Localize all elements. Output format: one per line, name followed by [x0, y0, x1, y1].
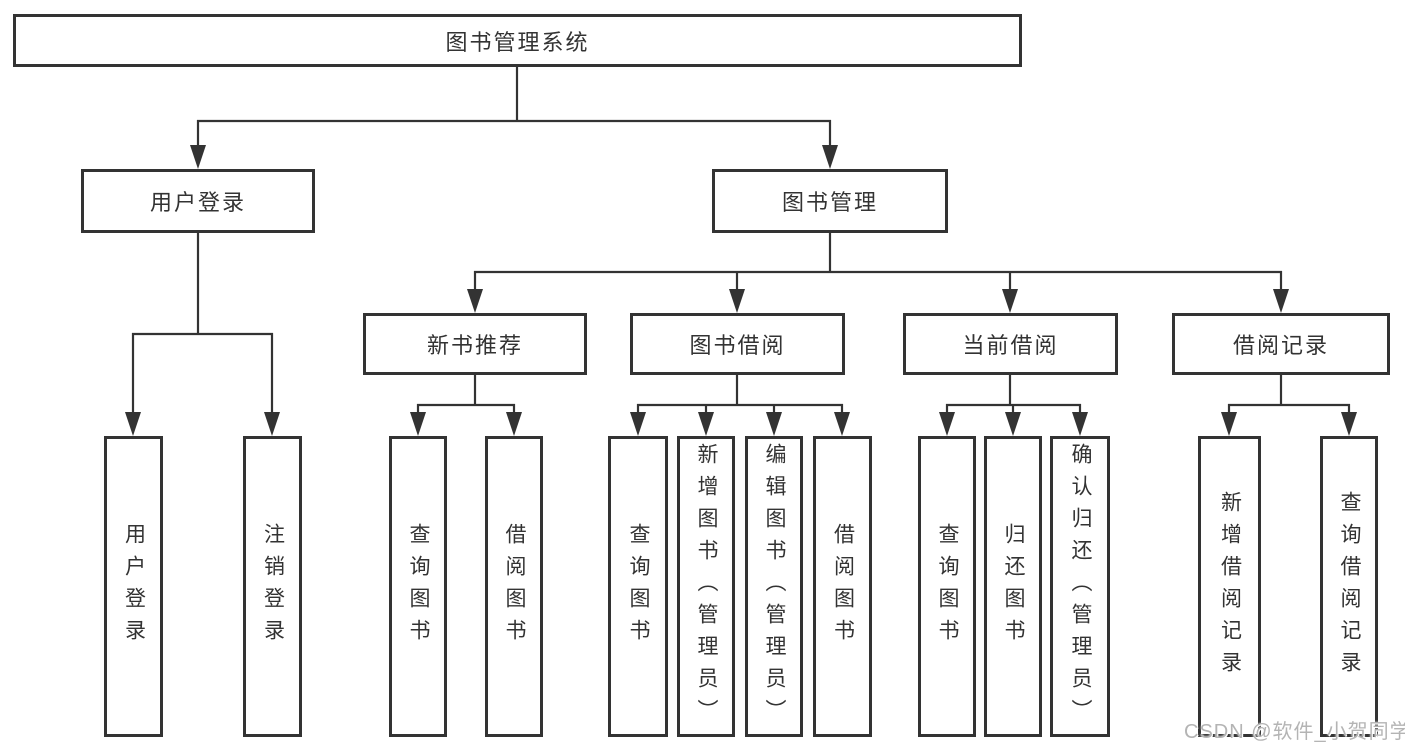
- arrowhead: [729, 289, 745, 313]
- leaf-cb-query-books-label: 查询图书: [936, 522, 959, 651]
- connector-borrow-records-to-leaves: [1221, 375, 1357, 436]
- leaf-cb-return-books: 归还图书: [984, 436, 1042, 737]
- leaf-cb-confirm-return-admin-label: 确认归还（管理员）: [1069, 442, 1092, 731]
- arrowhead: [1002, 289, 1018, 313]
- leaf-bb-add-books-admin: 新增图书（管理员）: [677, 436, 735, 737]
- leaf-bb-edit-books-admin-label: 编辑图书（管理员）: [763, 442, 786, 731]
- arrowhead: [1072, 412, 1088, 436]
- leaf-br-add-record-label: 新增借阅记录: [1218, 490, 1242, 683]
- connector-user-login-to-leaves: [125, 233, 280, 436]
- arrowhead: [939, 412, 955, 436]
- node-borrow-records-label: 借阅记录: [1232, 333, 1329, 358]
- node-user-login-label: 用户登录: [149, 190, 246, 215]
- connector-current-borrow-to-leaves: [939, 375, 1088, 436]
- leaf-user-login-label: 用户登录: [122, 522, 146, 651]
- arrowhead: [264, 412, 280, 436]
- node-book-management-label: 图书管理: [781, 190, 878, 215]
- leaf-bb-query-books: 查询图书: [608, 436, 668, 737]
- node-user-login: 用户登录: [81, 169, 315, 233]
- leaf-nb-borrow-books-label: 借阅图书: [503, 522, 526, 651]
- connector-root-to-level2: [190, 67, 838, 169]
- node-system-root-label: 图书管理系统: [445, 29, 590, 55]
- leaf-nb-borrow-books: 借阅图书: [485, 436, 543, 737]
- csdn-watermark: CSDN @软件_小贺同学: [1184, 721, 1405, 743]
- arrowhead: [822, 145, 838, 169]
- arrowhead: [125, 412, 141, 436]
- leaf-br-query-record-label: 查询借阅记录: [1338, 490, 1361, 683]
- leaf-bb-borrow-books: 借阅图书: [813, 436, 872, 737]
- arrowhead: [1341, 412, 1357, 436]
- node-current-borrowing-label: 当前借阅: [962, 333, 1059, 358]
- node-current-borrowing: 当前借阅: [903, 313, 1118, 375]
- node-new-book-recommend-label: 新书推荐: [426, 333, 523, 358]
- node-system-root: 图书管理系统: [13, 14, 1022, 67]
- leaf-cb-confirm-return-admin: 确认归还（管理员）: [1050, 436, 1110, 737]
- arrowhead: [698, 412, 714, 436]
- arrowhead: [630, 412, 646, 436]
- node-book-borrowing: 图书借阅: [630, 313, 845, 375]
- arrowhead: [410, 412, 426, 436]
- leaf-bb-add-books-admin-label: 新增图书（管理员）: [695, 442, 718, 731]
- leaf-bb-edit-books-admin: 编辑图书（管理员）: [745, 436, 803, 737]
- connector-book-borrow-to-leaves: [630, 375, 850, 436]
- leaf-nb-query-books: 查询图书: [389, 436, 447, 737]
- arrowhead: [766, 412, 782, 436]
- arrowhead: [506, 412, 522, 436]
- leaf-nb-query-books-label: 查询图书: [407, 522, 430, 651]
- arrowhead: [1221, 412, 1237, 436]
- arrowhead: [1273, 289, 1289, 313]
- arrowhead: [467, 289, 483, 313]
- connector-new-book-rec-to-leaves: [410, 375, 522, 436]
- node-new-book-recommend: 新书推荐: [363, 313, 587, 375]
- node-borrow-records: 借阅记录: [1172, 313, 1390, 375]
- leaf-br-query-record: 查询借阅记录: [1320, 436, 1378, 737]
- leaf-br-add-record: 新增借阅记录: [1198, 436, 1261, 737]
- node-book-management: 图书管理: [712, 169, 948, 233]
- leaf-logout: 注销登录: [243, 436, 302, 737]
- leaf-cb-query-books: 查询图书: [918, 436, 976, 737]
- leaf-bb-query-books-label: 查询图书: [627, 522, 650, 651]
- leaf-cb-return-books-label: 归还图书: [1002, 522, 1025, 651]
- leaf-bb-borrow-books-label: 借阅图书: [831, 522, 855, 651]
- leaf-logout-label: 注销登录: [261, 522, 285, 651]
- arrowhead: [1005, 412, 1021, 436]
- arrowhead: [190, 145, 206, 169]
- node-book-borrowing-label: 图书借阅: [689, 333, 786, 358]
- arrowhead: [834, 412, 850, 436]
- leaf-user-login: 用户登录: [104, 436, 163, 737]
- connector-book-mgmt-to-level3: [467, 232, 1289, 313]
